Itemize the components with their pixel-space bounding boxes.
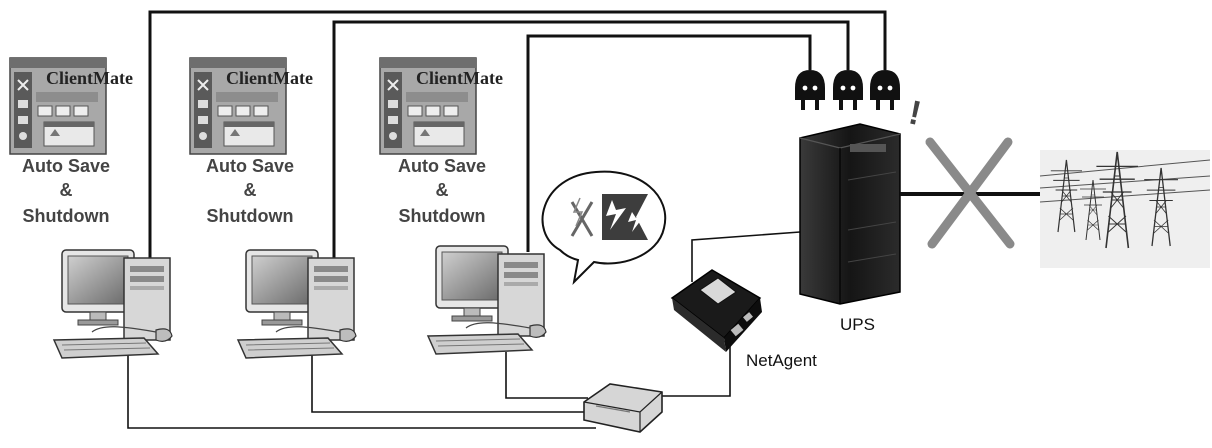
net-wire-netagent-ups bbox=[691, 231, 801, 282]
network-switch-icon bbox=[583, 383, 663, 433]
clientmate-window-1: ClientMate bbox=[9, 57, 133, 155]
net-wire-client-3 bbox=[505, 352, 588, 399]
desktop-computer-icon bbox=[53, 249, 173, 359]
net-wire-client-2 bbox=[311, 352, 592, 413]
clientmate-brand: ClientMate bbox=[416, 68, 503, 88]
client-label-line2: & bbox=[60, 180, 73, 200]
net-wire-client-1 bbox=[127, 352, 596, 429]
netagent-label: NetAgent bbox=[746, 351, 817, 370]
client-1: ClientMate Auto Save & Shutdown bbox=[9, 57, 173, 359]
power-outage-bolt-icon bbox=[602, 194, 648, 240]
clientmate-window-2: ClientMate bbox=[189, 57, 313, 155]
client-label-line1: Auto Save bbox=[206, 156, 294, 176]
client-label-line3: Shutdown bbox=[207, 206, 294, 226]
no-power-icon bbox=[570, 197, 594, 237]
power-grid-icon bbox=[1039, 150, 1211, 268]
client-label-line3: Shutdown bbox=[23, 206, 110, 226]
alert-mark: ! bbox=[906, 94, 925, 134]
clientmate-brand: ClientMate bbox=[46, 68, 133, 88]
power-wires bbox=[148, 10, 887, 262]
power-plug-icon-3 bbox=[870, 70, 900, 110]
ups-label: UPS bbox=[840, 315, 875, 334]
power-wire-client-3 bbox=[526, 34, 812, 252]
clientmate-window-3: ClientMate bbox=[379, 57, 503, 155]
client-label-line2: & bbox=[436, 180, 449, 200]
client-label-line1: Auto Save bbox=[22, 156, 110, 176]
netagent-device-icon bbox=[670, 269, 762, 352]
client-label-line1: Auto Save bbox=[398, 156, 486, 176]
ups-tower-icon bbox=[799, 123, 901, 305]
client-3: ClientMate Auto Save & Shutdown bbox=[379, 57, 547, 355]
client-label-line2: & bbox=[244, 180, 257, 200]
net-wire-netagent-switch bbox=[648, 342, 731, 397]
desktop-computer-icon bbox=[237, 249, 357, 359]
clientmate-brand: ClientMate bbox=[226, 68, 313, 88]
power-plug-icon-1 bbox=[795, 70, 825, 110]
power-plug-icon-2 bbox=[833, 70, 863, 110]
power-failure-bubble bbox=[541, 170, 667, 285]
power-wire-client-1 bbox=[148, 10, 887, 258]
client-2: ClientMate Auto Save & Shutdown bbox=[189, 57, 357, 359]
network-wires bbox=[127, 231, 801, 429]
power-wire-client-2 bbox=[332, 20, 850, 262]
client-label-line3: Shutdown bbox=[399, 206, 486, 226]
power-cut-cross-icon bbox=[925, 137, 1015, 249]
desktop-computer-icon bbox=[427, 245, 547, 355]
